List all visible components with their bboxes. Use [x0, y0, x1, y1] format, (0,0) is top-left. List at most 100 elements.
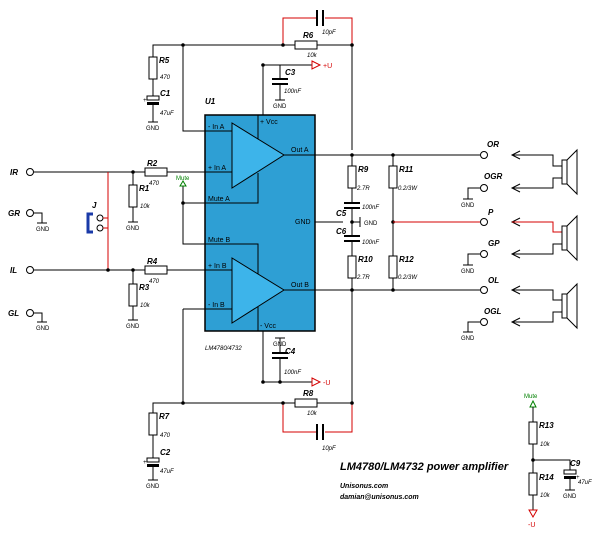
r10-value: 2.7R — [356, 275, 370, 281]
r4-value: 470 — [149, 279, 160, 285]
gr-gnd: GND — [36, 227, 50, 233]
c5-ref: C5 — [336, 209, 347, 218]
r12-resistor — [388, 255, 398, 279]
r2-ref: R2 — [147, 159, 158, 168]
pin-mute-a: Mute A — [208, 196, 230, 203]
feedback-top: R6 10k 10pF — [181, 10, 354, 150]
pin-gnd: GND — [295, 219, 311, 226]
page-title: LM4780/LM4732 power amplifier — [340, 461, 509, 473]
c6-value: 100nF — [362, 240, 379, 246]
r3-gnd: GND — [126, 324, 140, 330]
r1-resistor — [128, 184, 138, 208]
output-network: R9 2.7R C5 100nF GND C6 100nF R10 2.7R R… — [315, 153, 480, 292]
credit-site: Unisonus.com — [340, 483, 388, 490]
terminal-p: P — [488, 208, 494, 217]
r3-resistor — [128, 283, 138, 307]
vplus-label: +U — [323, 63, 332, 70]
c2-gnd: GND — [146, 484, 160, 490]
vminus-label: -U — [323, 380, 330, 387]
mute-network: Mute R13 10k C9 47uF + GND R14 10k -U — [524, 394, 592, 529]
pin-vcc-neg: - Vcc — [260, 323, 276, 330]
ground-left: GL GND — [8, 309, 50, 332]
r6-value: 10k — [307, 53, 318, 59]
r6-ref: R6 — [303, 31, 314, 40]
r5-c1-branch: R5 470 + C1 47uF GND — [143, 44, 183, 132]
r5-resistor — [148, 56, 158, 80]
c9-ref: C9 — [570, 459, 581, 468]
terminal-or: OR — [487, 140, 499, 149]
r8-resistor — [294, 398, 318, 408]
svg-text:+: + — [576, 475, 580, 481]
c6-ref: C6 — [336, 227, 347, 236]
c9-gnd: GND — [563, 494, 577, 500]
chip-part: LM4780/4732 — [205, 346, 242, 352]
r10-resistor — [347, 255, 357, 279]
r8-ref: R8 — [303, 389, 314, 398]
terminal-ogr: OGR — [484, 172, 502, 181]
c4-ref: C4 — [285, 347, 296, 356]
r1-gnd: GND — [126, 226, 140, 232]
c4-gnd: GND — [273, 342, 287, 348]
r12-ref: R12 — [399, 255, 414, 264]
jumper-label: J — [92, 201, 97, 210]
pin-mute-b: Mute B — [208, 237, 231, 244]
c1-gnd: GND — [146, 126, 160, 132]
svg-text:+: + — [143, 460, 147, 466]
r11-value: 0.2/3W — [398, 186, 418, 192]
ground-right: GR GND — [8, 209, 50, 233]
r12-value: 0.2/3W — [398, 275, 418, 281]
chip-pin-wires: Mute — [176, 45, 264, 382]
svg-text:+: + — [143, 98, 147, 104]
ogl-gnd: GND — [461, 336, 475, 342]
chip-u1: U1 LM4780/4732 - In A + In A Mute A Mute… — [204, 97, 316, 352]
r9-value: 2.7R — [356, 186, 370, 192]
terminal-ogl: OGL — [484, 307, 501, 316]
c2-value: 47uF — [160, 469, 174, 475]
r10-ref: R10 — [358, 255, 373, 264]
c2-ref: C2 — [160, 448, 171, 457]
r7-value: 470 — [160, 433, 171, 439]
ctop-value: 10pF — [322, 30, 336, 36]
r5-value: 470 — [160, 75, 171, 81]
c1-value: 47uF — [160, 111, 174, 117]
vminus-mute: -U — [528, 522, 535, 529]
mute-label-chip: Mute — [176, 176, 190, 182]
c3-value: 100nF — [284, 89, 301, 95]
jumper-j: J — [86, 201, 109, 270]
ogr-gnd: GND — [461, 203, 475, 209]
chip-ref: U1 — [205, 97, 216, 106]
r6-resistor — [294, 40, 318, 50]
c5c6-gnd: GND — [364, 221, 378, 227]
r9-ref: R9 — [358, 165, 369, 174]
pin-vcc-pos: + Vcc — [260, 119, 278, 126]
r14-value: 10k — [540, 493, 551, 499]
c9-value: 47uF — [578, 480, 592, 486]
r13-ref: R13 — [539, 421, 554, 430]
c1-ref: C1 — [160, 89, 171, 98]
cbot-value: 10pF — [322, 446, 336, 452]
gl-gnd: GND — [36, 326, 50, 332]
r9-resistor — [347, 165, 357, 189]
terminal-ol: OL — [488, 276, 499, 285]
speaker-center — [510, 214, 578, 262]
c4-value: 100nF — [284, 370, 301, 376]
credit-email: damian@unisonus.com — [340, 494, 419, 501]
terminal-gr: GR — [8, 209, 20, 218]
pin-in-b-pos: + In B — [208, 263, 227, 270]
r4-resistor — [144, 265, 168, 275]
pin-in-b-neg: - In B — [208, 302, 225, 309]
r13-value: 10k — [540, 442, 551, 448]
r2-value: 470 — [149, 181, 160, 187]
gp-gnd: GND — [461, 269, 475, 275]
pin-out-b: Out B — [291, 282, 309, 289]
terminal-il: IL — [10, 266, 17, 275]
terminal-gl: GL — [8, 309, 19, 318]
r2-resistor — [144, 167, 168, 177]
r1-ref: R1 — [139, 184, 150, 193]
output-terminals: OR OGR GND P GP GND OL OGL GND — [461, 140, 502, 342]
speaker-right — [510, 148, 578, 196]
terminal-ir: IR — [10, 168, 18, 177]
c5-value: 100nF — [362, 205, 379, 211]
r1-value: 10k — [140, 204, 151, 210]
